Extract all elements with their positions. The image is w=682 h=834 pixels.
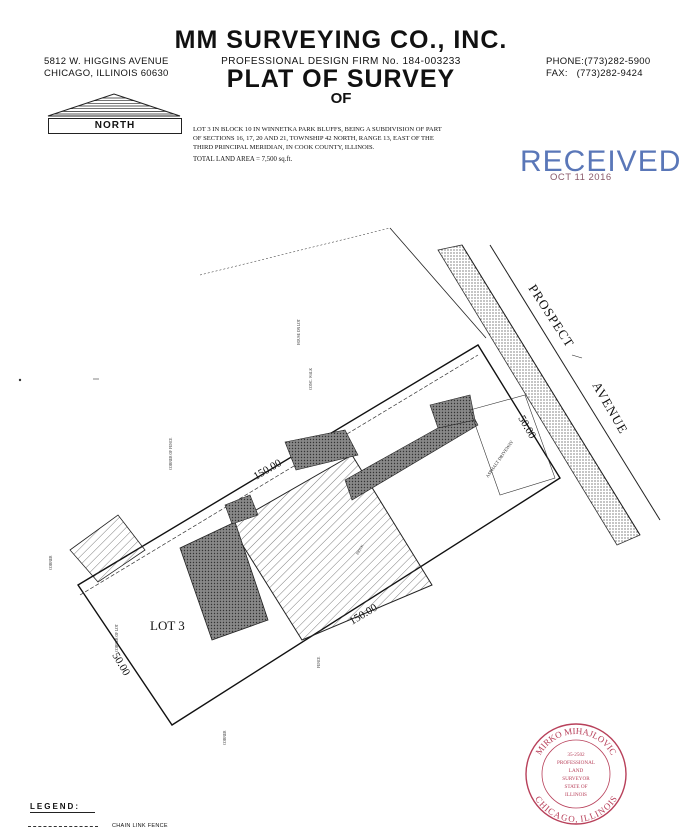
legal-line-2: OF SECTIONS 16, 17, 20 AND 21, TOWNSHIP … <box>193 135 434 142</box>
driveway-label: ASPHALT DRIVEWAY <box>485 439 515 479</box>
svg-text:CORNER OF LOT: CORNER OF LOT <box>115 623 119 652</box>
address-line-1: 5812 W. HIGGINS AVENUE <box>44 56 169 67</box>
patio <box>179 521 269 641</box>
north-label: NORTH <box>48 118 182 134</box>
legend-fence-label: CHAIN LINK FENCE <box>112 823 168 829</box>
firm-number: PROFESSIONAL DESIGN FIRM No. 184-003233 <box>221 56 461 67</box>
received-stamp: RECEIVED OCT 11 2016 <box>520 145 680 200</box>
seal-line-1: PROFESSIONAL <box>557 760 595 766</box>
received-word: RECEIVED <box>520 145 682 178</box>
asphalt-driveway <box>469 394 556 496</box>
seal-city: CHICAGO, ILLINOIS <box>533 794 619 824</box>
legend-fence-symbol <box>28 826 98 827</box>
dim-north: 150.00 <box>252 457 285 483</box>
legal-line-3: THIRD PRINCIPAL MERIDIAN, IN COOK COUNTY… <box>193 144 375 151</box>
svg-text:FENCE: FENCE <box>317 656 321 668</box>
legal-description: LOT 3 IN BLOCK 10 IN WINNETKA PARK BLUFF… <box>193 125 493 152</box>
side-walk <box>284 429 359 471</box>
seal-line-2: LAND <box>569 768 584 774</box>
neighbor-line <box>389 227 487 339</box>
document-title: PLAT OF SURVEY <box>226 65 456 93</box>
garage-structure <box>69 514 146 583</box>
plat-drawing: ASPHALT DRIVEWAY HOUSE ON LOT CONC. WALK… <box>18 227 661 745</box>
house-footprint <box>229 454 433 641</box>
phone-number: PHONE:(773)282-5900 <box>546 56 651 67</box>
stoop <box>224 494 259 525</box>
company-name: MM SURVEYING CO., INC. <box>174 26 508 54</box>
dim-rear: 50.00 <box>109 651 132 679</box>
svg-text:HOUSE ON LOT: HOUSE ON LOT <box>297 318 301 345</box>
received-date: OCT 11 2016 <box>550 172 612 183</box>
seal-number: 35-2502 <box>567 752 585 758</box>
surveyor-seal: MIRKO MIHAJLOVIC CHICAGO, ILLINOIS 35-25… <box>525 723 627 825</box>
company-contact: PHONE:(773)282-5900 FAX: (773)282-9424 <box>546 56 650 80</box>
north-arrow-icon <box>47 93 181 117</box>
company-address: 5812 W. HIGGINS AVENUE CHICAGO, ILLINOIS… <box>44 56 169 80</box>
svg-text:CONC. WALK: CONC. WALK <box>309 368 313 390</box>
street-far-edge <box>489 244 661 521</box>
street-curb <box>571 354 583 359</box>
seal-line-3: SURVEYOR <box>562 776 590 782</box>
svg-text:CORNER: CORNER <box>223 730 227 745</box>
svg-text:CORNER OF FENCE: CORNER OF FENCE <box>169 437 173 470</box>
land-area: TOTAL LAND AREA = 7,500 sq.ft. <box>193 156 293 163</box>
front-walk <box>344 409 479 501</box>
walk-connector <box>429 394 476 429</box>
title-of: OF <box>330 90 352 107</box>
neighbor-line-2 <box>199 227 391 276</box>
fence-line <box>79 354 479 596</box>
seal-line-4: STATE OF <box>564 784 587 790</box>
address-line-2: CHICAGO, ILLINOIS 60630 <box>44 68 169 79</box>
seal-line-5: ILLINOIS <box>565 792 587 798</box>
street-edge <box>461 244 641 536</box>
legend-underline <box>30 812 95 813</box>
fax-number: FAX: (773)282-9424 <box>546 68 643 79</box>
street-label-avenue: AVENUE <box>589 379 631 437</box>
lot-label: LOT 3 <box>150 618 185 633</box>
legend-title: LEGEND: <box>30 802 80 811</box>
legal-line-1: LOT 3 IN BLOCK 10 IN WINNETKA PARK BLUFF… <box>193 126 442 133</box>
svg-text:BRICK: BRICK <box>355 544 364 556</box>
svg-text:CORNER: CORNER <box>49 555 53 570</box>
lot-boundary <box>77 344 561 726</box>
svg-text:CHICAGO, ILLINOIS: CHICAGO, ILLINOIS <box>533 794 619 824</box>
